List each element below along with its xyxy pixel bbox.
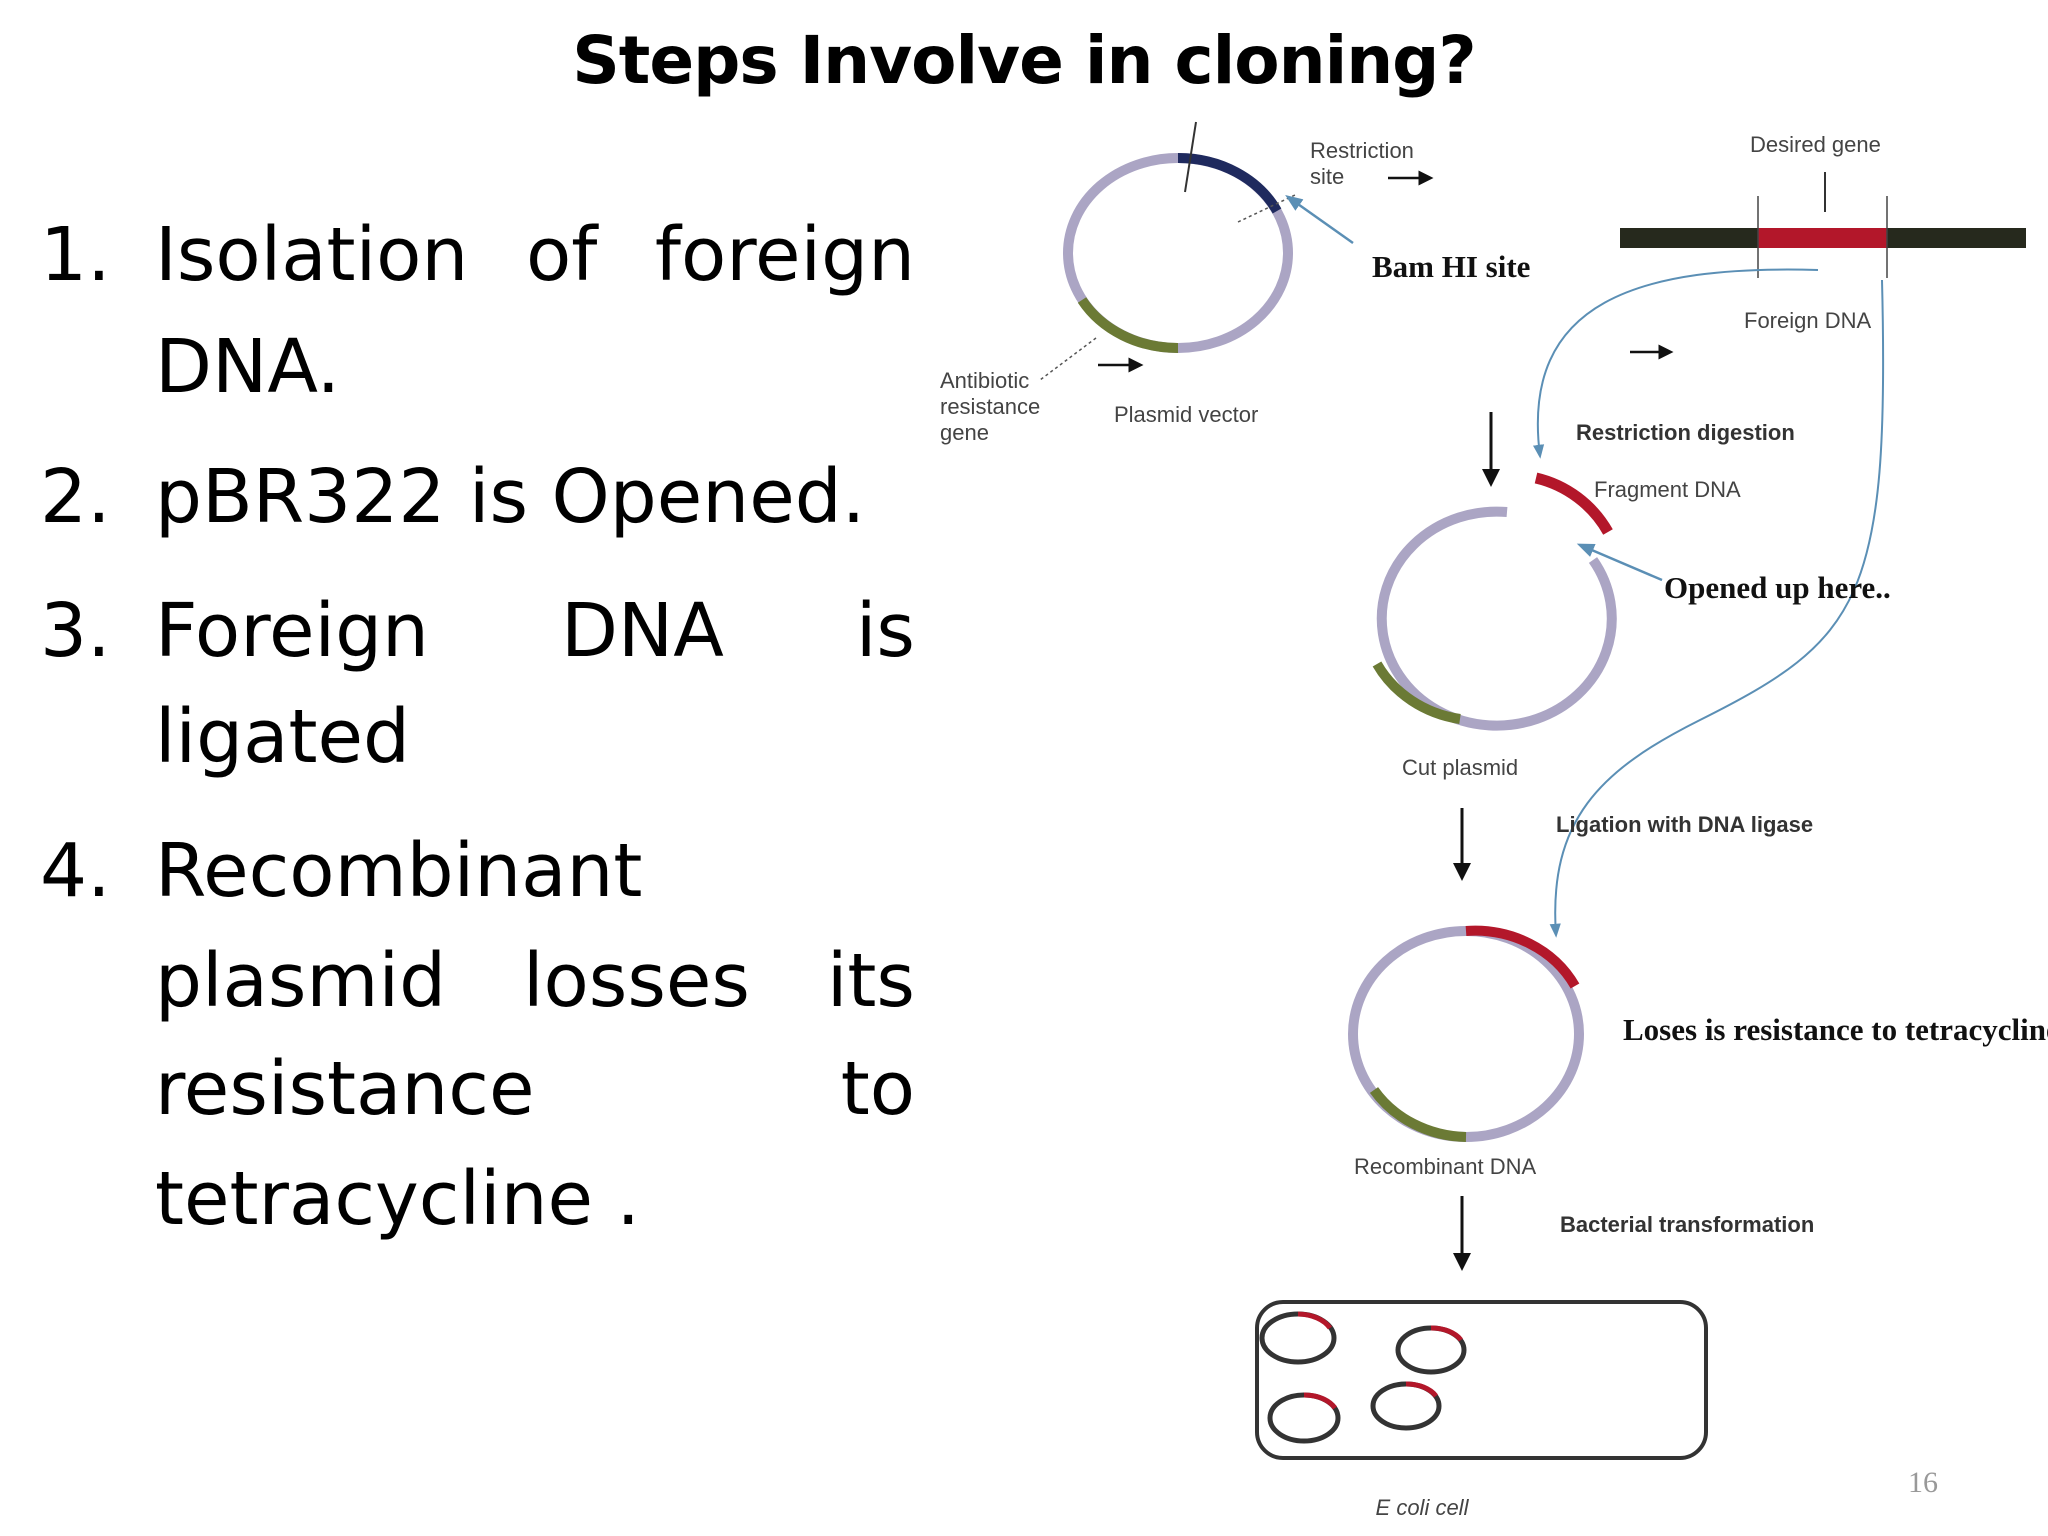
step-number: 1. xyxy=(40,212,111,298)
desired-gene-label: Desired gene xyxy=(1750,132,1881,157)
plasmid-copies xyxy=(1259,1311,1467,1444)
step-line: Foreign DNA is xyxy=(155,594,915,668)
step-word: pBR322 is Opened. xyxy=(155,454,866,540)
ligation-label: Ligation with DNA ligase xyxy=(1556,812,1813,837)
bacterial-transformation-label: Bacterial transformation xyxy=(1560,1212,1814,1237)
step-line: resistance to xyxy=(155,1052,915,1126)
resistance-gene-segment xyxy=(1372,661,1461,724)
step-word: DNA xyxy=(560,588,724,674)
step-line: Recombinant xyxy=(155,834,915,908)
recombinant-dna-label: Recombinant DNA xyxy=(1354,1154,1537,1179)
step-line: ligated xyxy=(155,700,915,774)
step-word: is xyxy=(855,588,915,674)
step-word: of xyxy=(525,212,598,298)
insert-segment xyxy=(1465,925,1580,989)
recombinant-plasmid xyxy=(1348,925,1584,1142)
step-word: Isolation xyxy=(155,212,469,298)
step-line: plasmid losses its xyxy=(155,944,915,1018)
foreign-dna-label: Foreign DNA xyxy=(1744,308,1871,333)
steps-list: 1. Isolation of foreign DNA. 2. pBR322 i… xyxy=(0,0,940,1300)
restriction-site-label: Restriction xyxy=(1310,138,1414,163)
step-word: plasmid xyxy=(155,938,447,1024)
step-number: 4. xyxy=(40,828,111,914)
restriction-site-label: site xyxy=(1310,164,1344,189)
cut-plasmid-ring xyxy=(1376,506,1617,731)
antibiotic-gene-label: gene xyxy=(940,420,989,445)
antibiotic-gene-label: Antibiotic xyxy=(940,368,1029,393)
fragment-dna-label: Fragment DNA xyxy=(1594,477,1741,502)
bam-site-label: Bam HI site xyxy=(1372,249,1530,284)
resistance-gene-segment xyxy=(1077,297,1179,354)
antibiotic-gene-label: resistance xyxy=(940,394,1040,419)
step-line: Isolation of foreign xyxy=(155,218,915,292)
bam-pointer-arrow xyxy=(1285,194,1354,245)
step-line: DNA. xyxy=(155,330,915,404)
insert-mark xyxy=(1405,1381,1438,1398)
step-word: its xyxy=(826,938,915,1024)
cut-site-marker xyxy=(1184,121,1197,193)
step-word: resistance xyxy=(155,1046,535,1132)
step-word: DNA. xyxy=(155,324,341,410)
step-word: losses xyxy=(522,938,750,1024)
cut-plasmid xyxy=(1372,506,1617,731)
step-word: Foreign xyxy=(155,588,429,674)
step-line: pBR322 is Opened. xyxy=(155,460,915,534)
opened-here-label: Opened up here.. xyxy=(1664,570,1891,605)
site-dashed-line xyxy=(1237,194,1296,223)
slide-title: Steps Involve in cloning? xyxy=(572,22,1476,99)
page-number: 16 xyxy=(1908,1466,1938,1499)
gene-dashed-line xyxy=(1039,337,1097,381)
opened-pointer-arrow xyxy=(1576,543,1663,582)
insert-mark xyxy=(1297,1311,1333,1330)
insert-mark xyxy=(1430,1325,1463,1342)
cut-plasmid-label: Cut plasmid xyxy=(1402,755,1518,780)
loses-resistance-label: Loses is resistance to tetracyclines xyxy=(1623,1012,2048,1047)
plasmid-vector-label: Plasmid vector xyxy=(1114,402,1258,427)
fragment-dna-segment xyxy=(1534,472,1613,535)
step-word: Recombinant xyxy=(155,828,643,914)
step-word: ligated xyxy=(155,694,410,780)
restriction-digestion-label: Restriction digestion xyxy=(1576,420,1795,445)
step-word: foreign xyxy=(654,212,915,298)
ecoli-label: E coli cell xyxy=(1376,1495,1470,1520)
step-word: tetracycline . xyxy=(155,1156,641,1242)
ecoli-cell xyxy=(1255,1300,1708,1460)
step-number: 2. xyxy=(40,454,111,540)
insert-mark xyxy=(1303,1392,1338,1410)
restriction-site-segment xyxy=(1177,152,1282,214)
step-word: to xyxy=(840,1046,915,1132)
digestion-connector-arrow xyxy=(1533,268,1819,459)
plasmid-vector xyxy=(1063,152,1293,354)
step-number: 3. xyxy=(40,588,111,674)
resistance-gene-segment xyxy=(1369,1087,1467,1142)
ligation-connector-arrow xyxy=(1549,279,1885,938)
step-line: tetracycline . xyxy=(155,1162,915,1236)
